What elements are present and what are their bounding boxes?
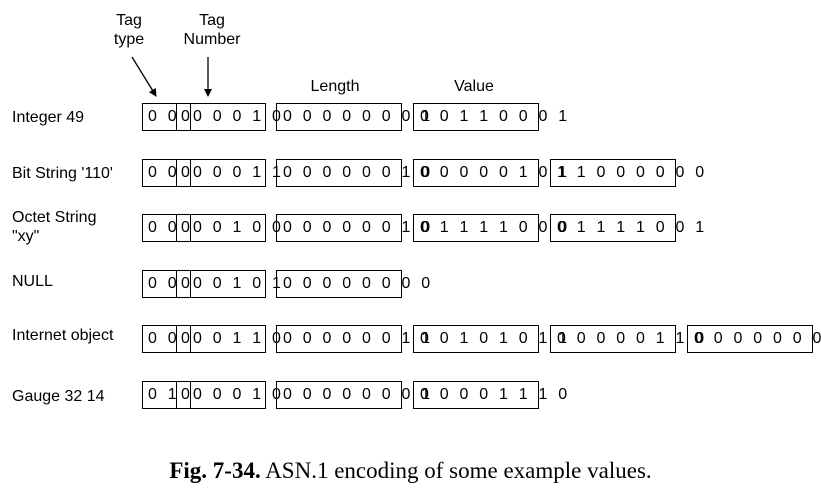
tag-type-header: Tag type: [112, 11, 146, 49]
row-label-line: Internet object: [12, 327, 114, 344]
row-label-line: "xy": [12, 228, 40, 245]
tag-pc-bit: 0: [181, 386, 194, 403]
bit-separator: [190, 160, 191, 186]
tag-class-bits: 0 1: [148, 386, 180, 403]
tag-type-arrow: [131, 56, 157, 97]
length-byte-box: 0 0 0 0 0 0 1 0: [276, 159, 430, 187]
tag-class-bits: 0 0: [148, 108, 180, 125]
row-label: Internet object: [12, 326, 113, 345]
caption-figure-number: Fig. 7-34.: [169, 458, 261, 483]
bit-separator: [176, 326, 177, 352]
tag-pc-bit: 0: [181, 330, 194, 347]
figure-caption: Fig. 7-34. ASN.1 encoding of some exampl…: [0, 458, 821, 484]
bit-separator: [190, 104, 191, 130]
tag-number-header-line1: Tag: [199, 12, 225, 29]
tag-type-header-line1: Tag: [116, 12, 142, 29]
value-byte-box: 0 0 1 1 0 0 0 1: [413, 103, 567, 131]
bit-separator: [190, 271, 191, 297]
value-byte-box: 0 0 0 0 1 1 1 0: [413, 381, 567, 409]
length-header: Length: [310, 78, 360, 95]
tag-number-bits: 0 0 0 1 0: [193, 108, 285, 125]
value-byte-box: 0 0 0 0 0 1 1 0: [550, 325, 704, 353]
row-label-line: Gauge 32 14: [12, 388, 105, 405]
row-label-line: Octet String: [12, 209, 97, 226]
tag-number-header-line2: Number: [183, 31, 241, 48]
tag-pc-bit: 0: [181, 275, 194, 292]
tag-class-bits: 0 0: [148, 275, 180, 292]
length-byte-box: 0 0 0 0 0 0 0 1: [276, 103, 430, 131]
bit-separator: [190, 215, 191, 241]
bit-separator: [176, 160, 177, 186]
row-label-line: Bit String '110': [12, 165, 113, 182]
tag-number-bits: 0 0 0 1 1: [193, 164, 285, 181]
value-byte-box: 0 0 1 0 1 0 1 1: [413, 325, 567, 353]
tag-pc-bit: 0: [181, 108, 194, 125]
row-label-line: Integer 49: [12, 109, 85, 126]
bit-separator: [176, 215, 177, 241]
length-byte-box: 0 0 0 0 0 0 1 0: [276, 214, 430, 242]
value-byte-box: 0 1 1 1 1 0 0 1: [550, 214, 704, 242]
tag-number-header: Tag Number: [180, 11, 244, 49]
row-label: Bit String '110': [12, 164, 113, 183]
value-byte-box: 0 1 1 1 1 0 0 0: [413, 214, 567, 242]
value-byte-box: 0 0 0 0 0 0 0 1: [687, 325, 821, 353]
tag-class-bits: 0 0: [148, 219, 180, 236]
value-byte-box: 0 0 0 0 0 1 0 1: [413, 159, 567, 187]
tag-class-bits: 0 0: [148, 330, 180, 347]
tag-number-bits: 0 0 1 0 1: [193, 275, 285, 292]
row-label-line: NULL: [12, 273, 53, 290]
tag-class-bits: 0 0: [148, 164, 180, 181]
row-label: NULL: [12, 272, 53, 291]
value-header: Value: [454, 78, 494, 95]
length-byte-box: 0 0 0 0 0 0 0 1: [276, 381, 430, 409]
tag-number-bits: 0 0 1 1 0: [193, 330, 285, 347]
length-byte-box: 0 0 0 0 0 0 0 0: [276, 270, 430, 298]
tag-pc-bit: 0: [181, 164, 194, 181]
row-label: Gauge 32 14: [12, 387, 105, 406]
value-byte-box: 1 1 0 0 0 0 0 0: [550, 159, 704, 187]
row-label: Octet String "xy": [12, 208, 96, 246]
row-label: Integer 49: [12, 108, 84, 127]
bit-separator: [176, 271, 177, 297]
tag-number-bits: 0 0 1 0 0: [193, 219, 285, 236]
bit-separator: [176, 104, 177, 130]
tag-type-header-line2: type: [113, 31, 145, 48]
tag-number-bits: 0 0 0 1 0: [193, 386, 285, 403]
bit-separator: [176, 382, 177, 408]
bit-separator: [190, 326, 191, 352]
tag-pc-bit: 0: [181, 219, 194, 236]
bit-separator: [190, 382, 191, 408]
caption-text: ASN.1 encoding of some example values.: [260, 458, 652, 483]
length-byte-box: 0 0 0 0 0 0 1 1: [276, 325, 430, 353]
